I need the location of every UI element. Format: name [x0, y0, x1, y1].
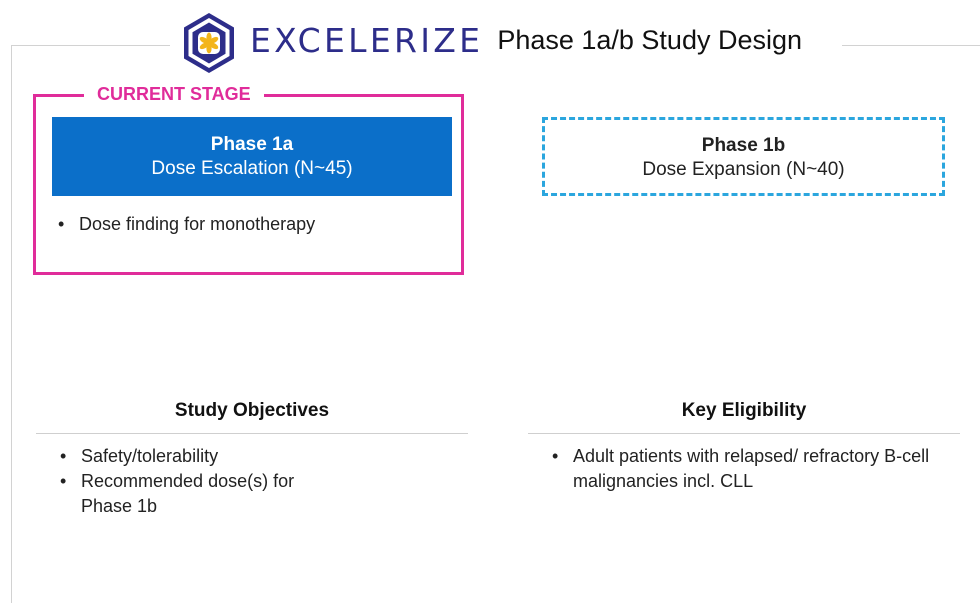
study-objectives-title: Study Objectives [174, 400, 330, 421]
phase-1b-title: Phase 1b [701, 135, 786, 156]
list-item: Dose finding for monotherapy [52, 212, 452, 237]
key-eligibility-divider [528, 433, 960, 434]
key-eligibility-title: Key Eligibility [681, 400, 807, 421]
excelerize-logo-icon [184, 13, 234, 73]
phase-1b-subtitle: Dose Expansion (N~40) [642, 159, 845, 180]
frame-top-line-left [11, 45, 181, 46]
phase-1a-bullets: Dose finding for monotherapy [52, 212, 452, 237]
list-item: Adult patients with relapsed/ refractory… [546, 444, 966, 494]
list-item: Safety/tolerability [54, 444, 434, 469]
page-title: Phase 1a/b Study Design [497, 24, 803, 55]
list-item: Recommended dose(s) for Phase 1b [54, 469, 341, 519]
phase-1a-box: Phase 1a Dose Escalation (N~45) [52, 117, 452, 196]
header: EXCELERIZE Phase 1a/b Study Design [170, 12, 815, 74]
current-stage-label: CURRENT STAGE [84, 84, 264, 105]
study-objectives-list: Safety/tolerability Recommended dose(s) … [54, 444, 434, 519]
brand-name: EXCELERIZE [250, 20, 484, 60]
phase-1a-subtitle: Dose Escalation (N~45) [151, 158, 353, 179]
frame-left-line [11, 45, 12, 603]
phase-1a-title: Phase 1a [210, 134, 294, 155]
key-eligibility-list: Adult patients with relapsed/ refractory… [546, 444, 966, 494]
study-objectives-divider [36, 433, 468, 434]
phase-1b-box: Phase 1b Dose Expansion (N~40) [542, 117, 945, 196]
frame-top-line-right [842, 45, 980, 46]
